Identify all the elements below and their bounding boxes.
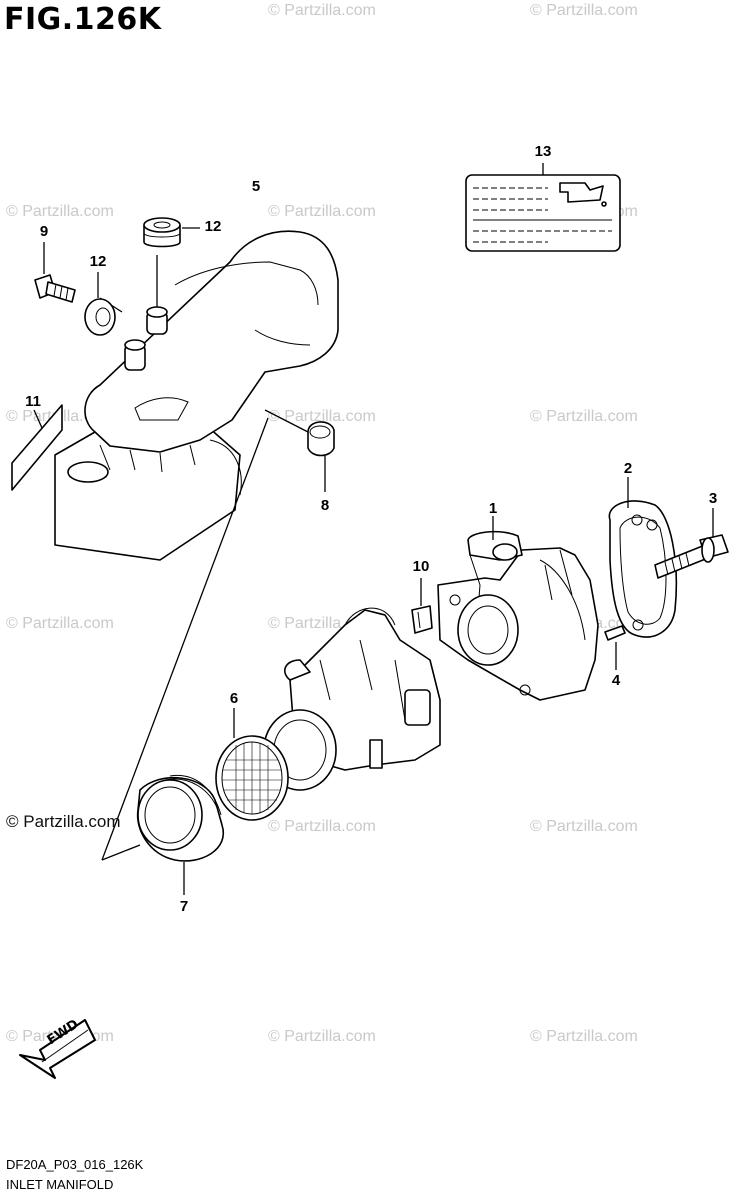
part-12-grommet-left[interactable] (84, 272, 116, 336)
part-6-screen[interactable] (215, 708, 289, 821)
part-11-label[interactable] (11, 404, 63, 491)
callout-1[interactable]: 1 (488, 500, 498, 517)
part-4-dowel-pin[interactable] (604, 625, 626, 670)
part-1-intake-manifold[interactable] (437, 516, 599, 701)
part-9-bolt[interactable] (34, 242, 76, 303)
callout-11[interactable]: 11 (25, 393, 41, 410)
callout-3[interactable]: 3 (708, 490, 718, 507)
callout-8[interactable]: 8 (320, 497, 330, 514)
watermark: © Partzilla.com (268, 203, 376, 220)
watermark: © Partzilla.com (268, 408, 376, 425)
callout-2[interactable]: 2 (623, 460, 633, 477)
part-12-grommet-top[interactable] (143, 217, 200, 248)
part-8-damper[interactable] (264, 409, 335, 492)
part-2-gasket[interactable] (608, 477, 678, 638)
figure-title: FIG.126K (4, 2, 162, 37)
watermark: © Partzilla.com (268, 2, 376, 19)
callout-13[interactable]: 13 (534, 143, 552, 160)
watermark: © Partzilla.com (530, 408, 638, 425)
forward-arrow-icon (19, 1019, 96, 1079)
callout-12-left[interactable]: 12 (89, 253, 107, 270)
callout-4[interactable]: 4 (611, 672, 621, 689)
callout-10[interactable]: 10 (412, 558, 430, 575)
part-13-caution-label[interactable] (465, 163, 621, 252)
callout-6[interactable]: 6 (229, 690, 239, 707)
leader-line (101, 844, 141, 861)
callout-12-top[interactable]: 12 (204, 218, 222, 235)
part-5-silencer-case[interactable] (54, 230, 339, 561)
watermark: © Partzilla.com (530, 818, 638, 835)
watermark-dark: © Partzilla.com (6, 812, 121, 831)
callout-7[interactable]: 7 (179, 898, 189, 915)
throttle-body[interactable] (263, 607, 441, 791)
part-7-seal[interactable] (136, 774, 225, 895)
figure-name: INLET MANIFOLD (6, 1177, 114, 1192)
watermark: © Partzilla.com (6, 615, 114, 632)
part-3-bolt[interactable] (654, 508, 729, 579)
figure-code: DF20A_P03_016_126K (6, 1157, 144, 1172)
callout-9[interactable]: 9 (39, 223, 49, 240)
callout-5[interactable]: 5 (251, 178, 261, 195)
watermark: © Partzilla.com (268, 1028, 376, 1045)
watermark: © Partzilla.com (6, 203, 114, 220)
watermark: © Partzilla.com (530, 1028, 638, 1045)
watermark: © Partzilla.com (530, 2, 638, 19)
leader-line (101, 417, 269, 861)
part-10-clip[interactable] (411, 578, 433, 634)
watermark: © Partzilla.com (268, 818, 376, 835)
